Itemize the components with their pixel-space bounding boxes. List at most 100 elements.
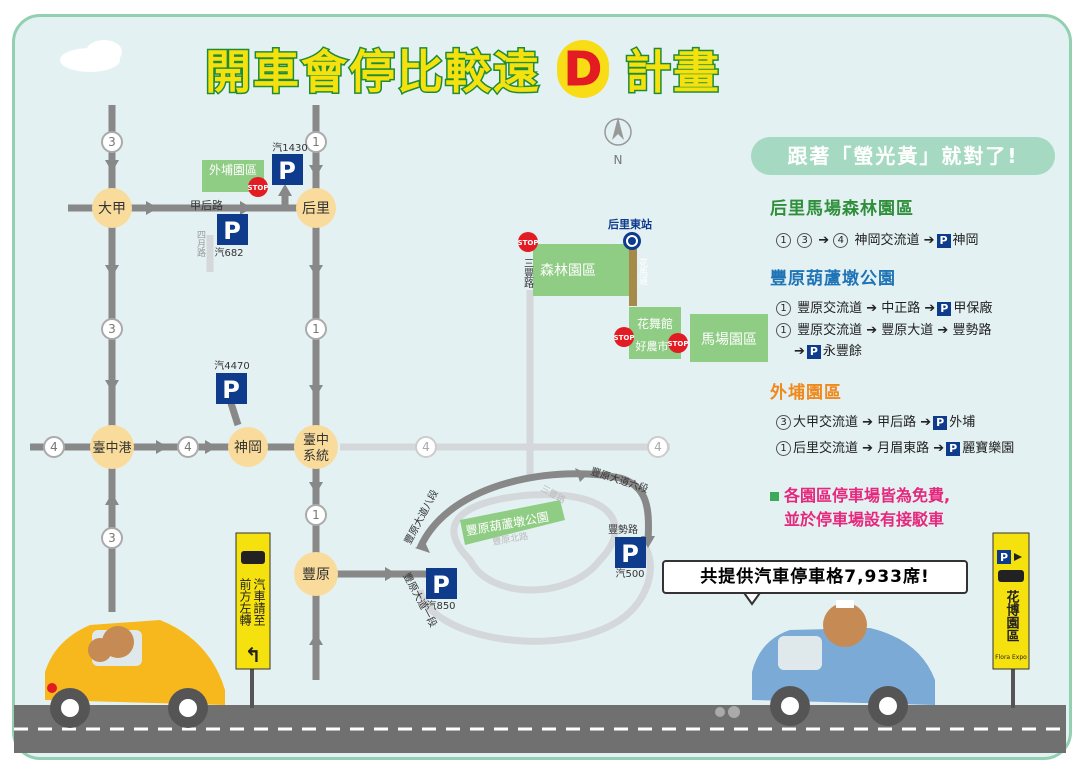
svg-text:STOP: STOP: [614, 334, 635, 342]
speech-bubble: 共提供汽車停車格7,933席!: [662, 560, 968, 594]
svg-text:N: N: [614, 153, 623, 167]
svg-text:P: P: [1000, 551, 1008, 564]
svg-text:大甲: 大甲: [98, 201, 126, 217]
right-direction-sign: P 花博園區 Flora Expo: [992, 532, 1030, 708]
svg-text:臺中: 臺中: [303, 433, 329, 448]
highway-shields: 3 3 3 1 1 1 4 4 4 4: [43, 131, 669, 549]
park-dance-label: 花舞館: [637, 316, 673, 331]
station-marker: 后里東站: [608, 217, 652, 250]
parking-note: 各園區停車場皆為免費, 並於停車場設有接駁車: [770, 484, 950, 532]
svg-text:3: 3: [108, 322, 116, 336]
svg-text:STOP: STOP: [668, 340, 689, 348]
direction-arrows: [105, 160, 655, 645]
svg-text:后里東站: 后里東站: [608, 217, 652, 231]
park-forest: [533, 244, 629, 296]
stop-signs: STOP STOP STOP STOP: [248, 177, 689, 353]
stop-sign-dance: STOP: [614, 327, 635, 347]
svg-text:系統: 系統: [303, 449, 329, 464]
title-letter-badge: D: [557, 40, 609, 98]
park-huludun: [460, 500, 565, 545]
title-text-post: 計畫: [624, 44, 721, 101]
road-huama: 花馬道: [637, 257, 648, 286]
shield-1-top: 1: [305, 131, 327, 153]
town-dajia: 大甲: [92, 188, 132, 228]
road-fengyuan-8: 豐原大道八段: [401, 487, 441, 546]
zone-fengyuan-title: 豐原葫蘆墩公園: [770, 269, 896, 289]
park-forest-label: 森林園區: [540, 263, 596, 279]
park-horse: [690, 314, 768, 362]
svg-text:1: 1: [312, 135, 320, 149]
route-fengyuan-2: 1 豐原交流道 ➔ 豐原大道 ➔ 豐勢路: [776, 319, 991, 338]
svg-text:4: 4: [184, 440, 192, 454]
note-line-2: 並於停車場設有接駁車: [784, 510, 945, 529]
park-farmers-label: 好農市: [636, 339, 669, 353]
shield-1-mid: 1: [305, 318, 327, 340]
road-yuemei: 四月路: [195, 230, 206, 258]
stop-sign-waipu: STOP: [248, 177, 269, 197]
svg-text:1: 1: [312, 508, 320, 522]
sign-left-line2: 前方左轉: [238, 577, 252, 627]
shield-4-far-east: 4: [647, 436, 669, 458]
svg-text:P: P: [432, 571, 450, 599]
road-fengyuan-6-top: 豐原大道六段: [589, 464, 650, 495]
page-title: 開車會停比較遠 D 計畫: [204, 36, 865, 102]
svg-text:P: P: [223, 217, 241, 245]
town-taichung-port: 臺中港: [90, 425, 134, 469]
sign-right-sub: Flora Expo: [995, 654, 1027, 661]
local-roads: [206, 235, 670, 645]
blue-car-illustration: [715, 600, 935, 726]
svg-text:汽500: 汽500: [615, 567, 644, 580]
svg-text:臺中港: 臺中港: [92, 441, 131, 456]
svg-text:3: 3: [108, 135, 116, 149]
svg-text:STOP: STOP: [518, 239, 539, 247]
zone-houli-title: 后里馬場森林園區: [770, 199, 914, 219]
svg-text:汽850: 汽850: [426, 599, 455, 612]
shield-1-low: 1: [305, 504, 327, 526]
shield-3-mid: 3: [101, 318, 123, 340]
tagline-banner: 跟著「螢光黃」就對了!: [751, 137, 1055, 175]
svg-text:后里: 后里: [302, 201, 330, 217]
svg-text:STOP: STOP: [248, 184, 269, 192]
svg-text:神岡: 神岡: [234, 440, 262, 456]
park-waipu-label-1: 外埔園區: [209, 163, 257, 177]
svg-text:1: 1: [312, 322, 320, 336]
sign-left-arrow: ↰: [245, 643, 262, 667]
title-text-pre: 開車會停比較遠: [204, 44, 541, 101]
svg-text:P: P: [278, 157, 296, 185]
svg-text:4: 4: [422, 440, 430, 454]
road-fengshi: 豐勢路: [608, 523, 638, 536]
town-fengyuan: 豐原: [294, 552, 338, 596]
town-houli: 后里: [296, 188, 336, 228]
svg-text:汽1430: 汽1430: [272, 141, 307, 154]
shield-3-low: 3: [101, 527, 123, 549]
shield-3-top: 3: [101, 131, 123, 153]
svg-text:豐原: 豐原: [302, 567, 330, 583]
yellow-car-illustration: [45, 620, 225, 728]
sign-right-text: 花博園區: [1004, 589, 1020, 642]
svg-text:P: P: [621, 540, 639, 568]
road-huama: [629, 244, 637, 306]
svg-text:汽4470: 汽4470: [214, 359, 249, 372]
cloud-icon: [60, 40, 122, 72]
shield-4-left: 4: [43, 436, 65, 458]
road-jiahou: 甲后路: [190, 199, 223, 212]
note-line-1: 各園區停車場皆為免費,: [784, 486, 951, 505]
svg-text:P: P: [222, 376, 240, 404]
park-horse-label: 馬場園區: [701, 332, 757, 348]
compass-icon: N: [604, 117, 632, 167]
note-bullet-icon: [770, 492, 779, 501]
town-shengang: 神岡: [228, 427, 268, 467]
svg-text:4: 4: [50, 440, 58, 454]
zone-waipu-title: 外埔園區: [770, 383, 842, 403]
